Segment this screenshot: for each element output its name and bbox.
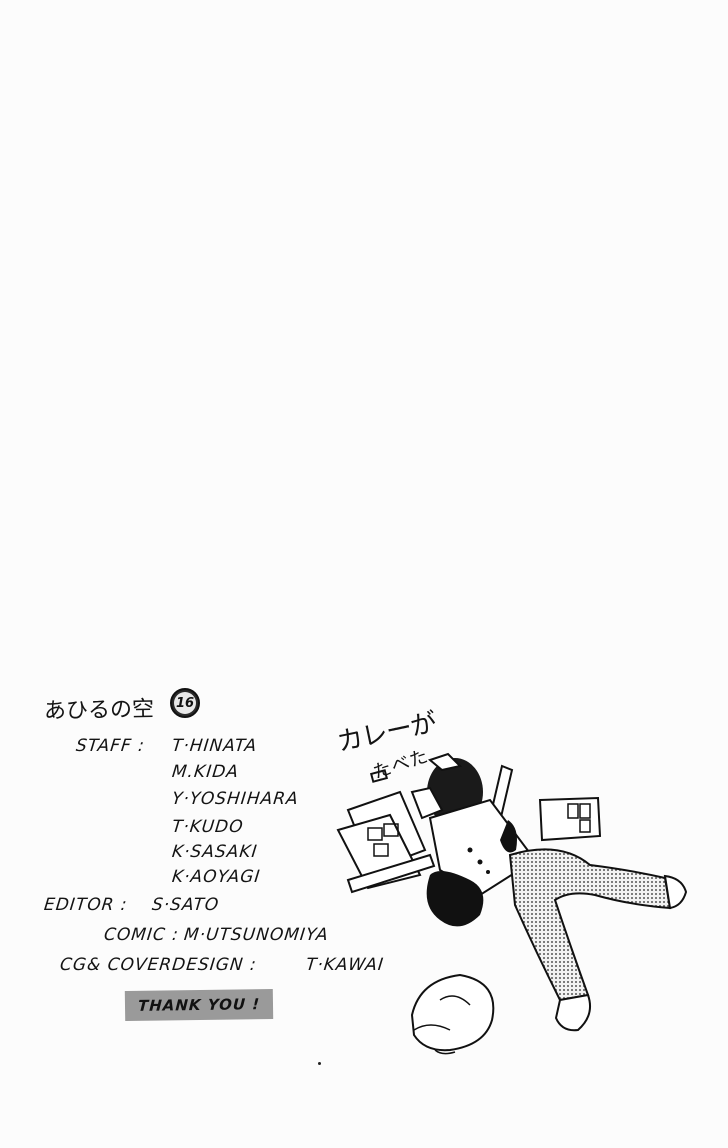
thank-you-text: THANK YOU ! bbox=[137, 995, 261, 1015]
collapsed-artist-illustration bbox=[336, 752, 688, 1055]
series-title: あひるの空 bbox=[43, 697, 155, 724]
staff-name: T·HINATA bbox=[170, 736, 259, 756]
staff-name: K·SASAKI bbox=[170, 842, 259, 862]
volume-badge: 16 bbox=[170, 688, 200, 718]
ink-dot bbox=[318, 1062, 321, 1065]
staff-label: STAFF : bbox=[74, 736, 146, 756]
staff-name: T·KUDO bbox=[170, 817, 245, 837]
staff-name: Y·YOSHIHARA bbox=[170, 789, 300, 809]
staff-name: K·AOYAGI bbox=[170, 867, 262, 887]
staff-name: M.KIDA bbox=[170, 762, 241, 782]
editor-name: S·SATO bbox=[150, 895, 221, 915]
volume-number: 16 bbox=[174, 692, 196, 714]
cg-label: CG& COVERDESIGN : bbox=[58, 955, 258, 975]
comic-label: COMIC : bbox=[102, 925, 180, 945]
thank-you-banner: THANK YOU ! bbox=[124, 988, 274, 1022]
comic-name: M·UTSUNOMIYA bbox=[182, 925, 330, 945]
editor-label: EDITOR : bbox=[42, 895, 129, 915]
